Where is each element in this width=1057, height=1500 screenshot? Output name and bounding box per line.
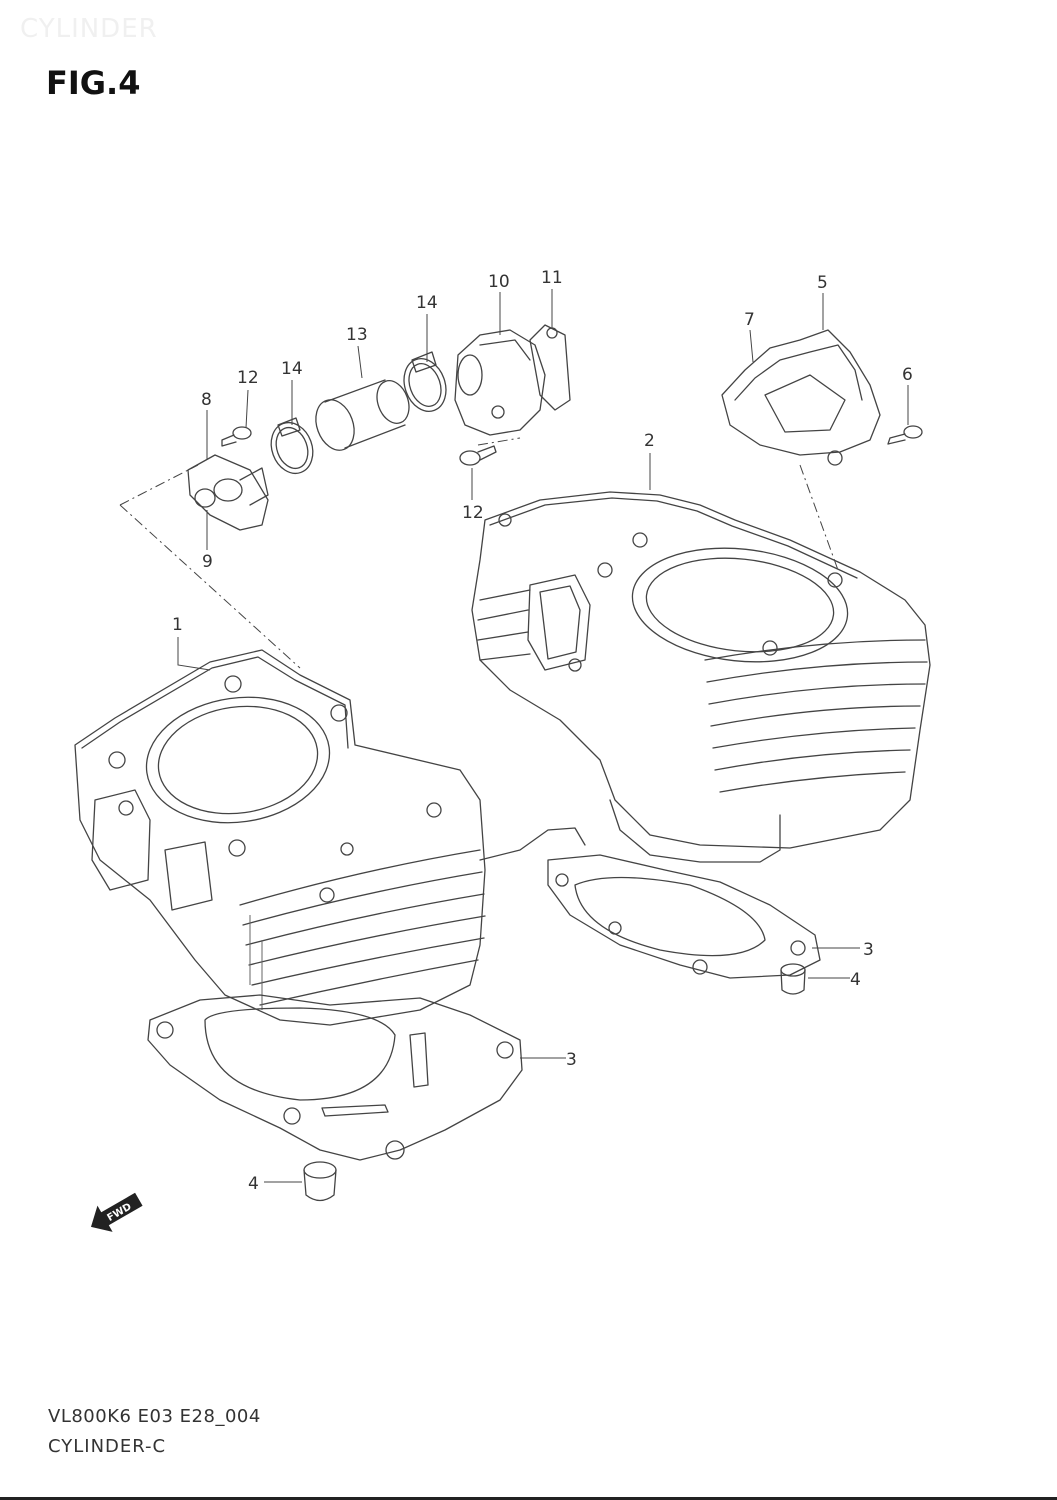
rear-cylinder[interactable] [471, 491, 931, 863]
diagram-title: CYLINDER-C [48, 1436, 167, 1457]
diagram-code: VL800K6 E03 E28_004 [48, 1406, 261, 1427]
callout-8: 8 [201, 390, 212, 410]
front-dowel-pin[interactable] [303, 1161, 337, 1202]
callout-1: 1 [172, 615, 183, 635]
callout-10: 10 [488, 272, 510, 292]
section-header: CYLINDER [20, 14, 158, 44]
rear-base-gasket[interactable] [547, 854, 821, 979]
front-flange-bolt[interactable] [221, 426, 252, 447]
figure-title: FIG.4 [46, 64, 141, 102]
bottom-border [0, 1497, 1057, 1500]
callout-4-front: 4 [248, 1174, 259, 1194]
rear-dowel-pin[interactable] [780, 963, 806, 995]
callout-12-lower: 12 [462, 503, 484, 523]
front-base-gasket[interactable] [147, 994, 523, 1161]
intake-hose[interactable] [309, 376, 414, 455]
callout-3-front: 3 [566, 1050, 577, 1070]
callout-4-rear: 4 [850, 970, 861, 990]
callout-3-rear: 3 [863, 940, 874, 960]
rear-hose-clamp[interactable] [397, 351, 453, 417]
elbow-bolt[interactable] [459, 445, 497, 466]
front-cylinder[interactable] [74, 649, 586, 1026]
callout-7: 7 [744, 310, 755, 330]
callout-14-lower: 14 [281, 359, 303, 379]
intake-elbow-gasket[interactable] [529, 324, 571, 411]
front-intake-flange[interactable] [187, 454, 269, 531]
leader-lines [119, 289, 909, 1183]
rear-intake-cover[interactable] [721, 329, 881, 466]
callout-12-upper: 12 [237, 368, 259, 388]
callout-6: 6 [902, 365, 913, 385]
callout-14-upper: 14 [416, 293, 438, 313]
forward-direction-arrow: FWD [90, 1192, 143, 1232]
callout-2: 2 [644, 431, 655, 451]
rear-cover-bolt[interactable] [887, 425, 923, 445]
callout-13: 13 [346, 325, 368, 345]
callout-numbers: 1 2 3 3 4 4 5 6 7 8 9 10 11 12 12 13 14 … [172, 268, 913, 1194]
callout-11: 11 [541, 268, 563, 288]
callout-5: 5 [817, 273, 828, 293]
callout-9: 9 [202, 552, 213, 572]
front-hose-clamp[interactable] [264, 417, 319, 480]
